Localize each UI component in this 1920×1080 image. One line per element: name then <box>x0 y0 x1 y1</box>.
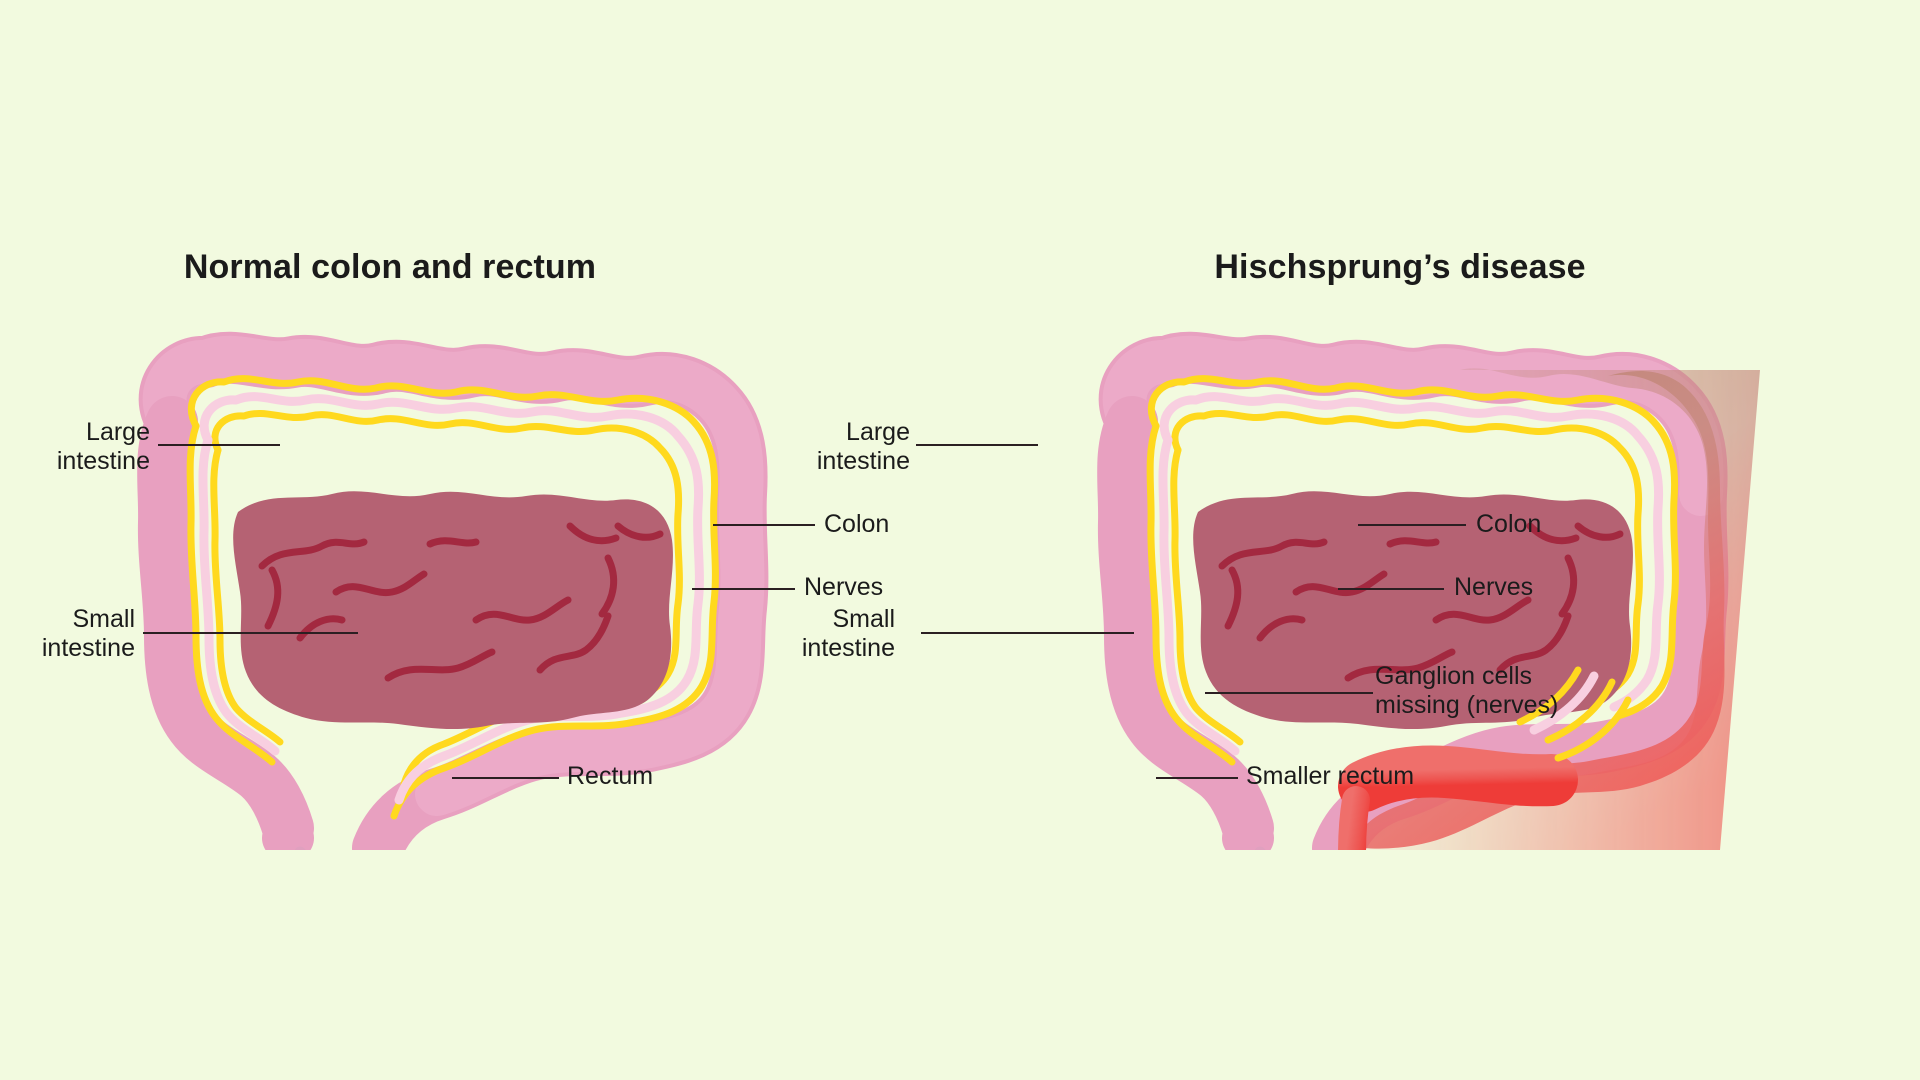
page-title-disease: Hischsprung’s disease <box>1214 248 1586 286</box>
label-smaller-rectum: Smaller rectum <box>1246 762 1415 790</box>
nerves-yellow-lines-disease <box>1146 375 1679 766</box>
intestine-folds <box>258 522 664 682</box>
leader-nerves <box>1338 588 1444 590</box>
label-small-intestine: Small intestine <box>801 605 895 662</box>
leader-nerves <box>692 588 795 590</box>
leader-small-intestine <box>921 632 1134 634</box>
label-nerves: Nerves <box>804 573 884 601</box>
anatomy-disease-illustration <box>960 330 1920 1000</box>
label-nerves: Nerves <box>1454 573 1534 601</box>
leader-rectum <box>452 777 559 779</box>
panel-hischsprungs-disease: Hischsprung’s disease <box>802 0 1920 1080</box>
leader-small-intestine <box>143 632 358 634</box>
leader-colon <box>1358 524 1466 526</box>
leader-smaller-rectum <box>1156 777 1238 779</box>
intestine-folds <box>1218 522 1624 682</box>
small-intestine-mass-disease <box>1193 491 1633 730</box>
label-ganglion-cells-missing: Ganglion cells missing (nerves) <box>1375 662 1559 719</box>
aganglionic-segment <box>1360 368 1760 850</box>
label-colon: Colon <box>1476 510 1542 538</box>
label-large-intestine: Large intestine <box>816 418 910 475</box>
label-rectum: Rectum <box>567 762 654 790</box>
label-colon: Colon <box>824 510 890 538</box>
panel-normal-colon: Normal colon and rectum <box>41 248 889 1044</box>
nerve-stubs-terminating <box>1516 666 1632 762</box>
leader-large-intestine <box>158 444 280 446</box>
rectum-narrow <box>1338 786 1372 978</box>
rectum-normal <box>353 825 411 1029</box>
leader-large-intestine <box>916 444 1038 446</box>
page-title-normal: Normal colon and rectum <box>183 248 597 286</box>
leader-colon <box>713 524 815 526</box>
label-large-intestine: Large intestine <box>56 418 150 475</box>
leader-ganglion-cells <box>1205 692 1373 694</box>
small-intestine-mass <box>233 491 673 730</box>
label-small-intestine: Small intestine <box>41 605 135 662</box>
